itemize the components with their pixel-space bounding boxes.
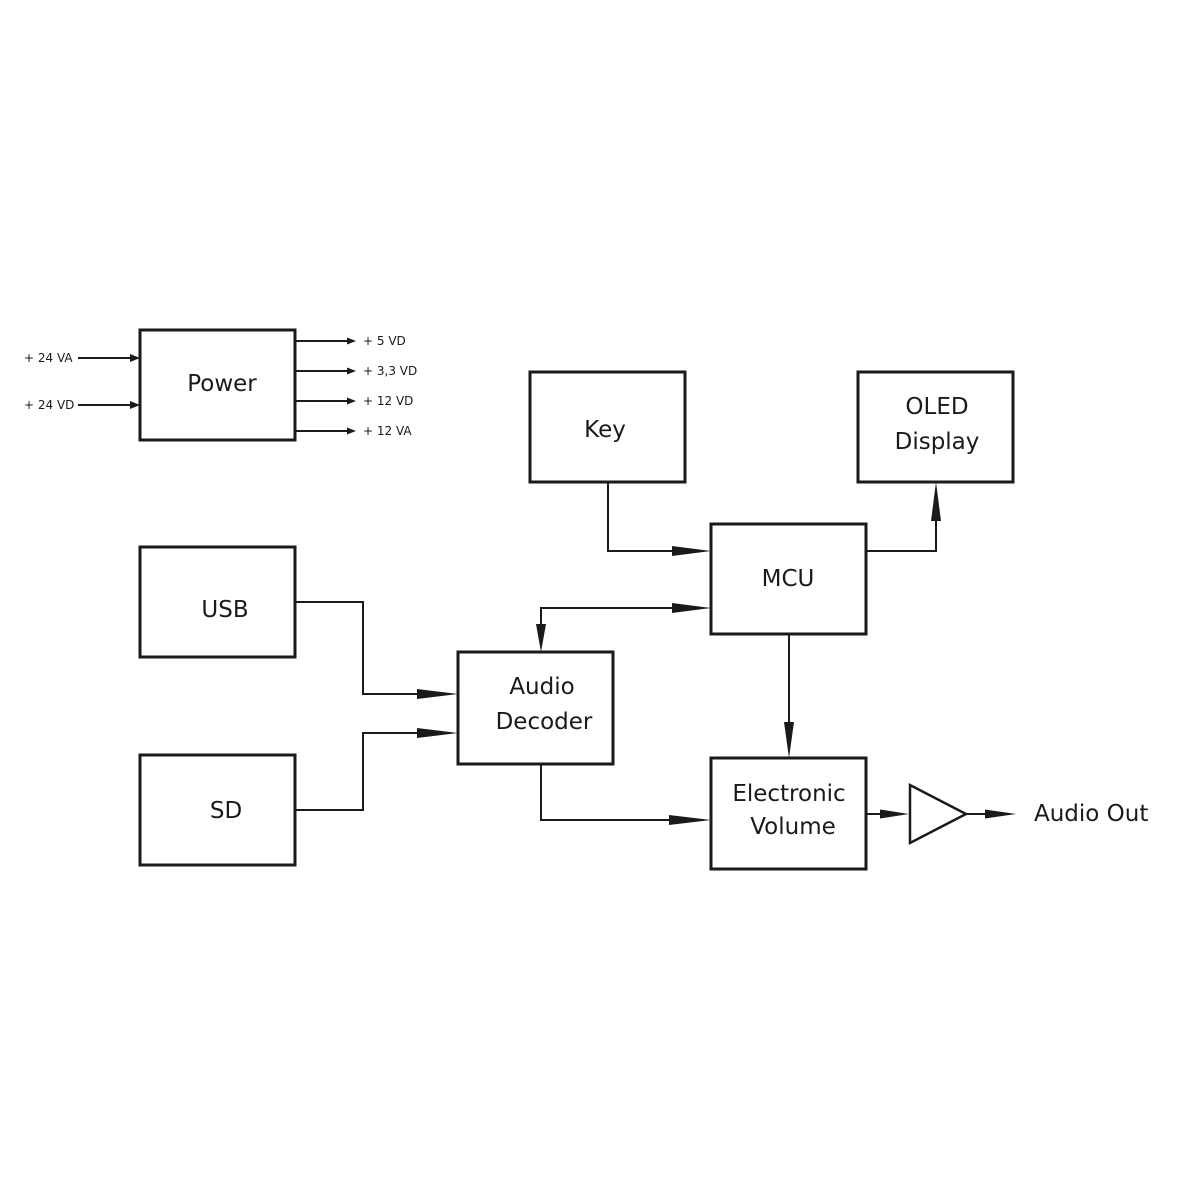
output-label-33vd: + 3,3 VD — [363, 364, 417, 378]
audio-decoder-node: Audio Decoder — [456, 650, 615, 766]
power-block — [138, 328, 297, 442]
mcu-label: MCU — [762, 566, 815, 592]
key-node: Key — [528, 370, 687, 484]
mcu-block — [709, 522, 868, 636]
wire-mcu-oled — [866, 495, 937, 552]
connection-mcu-to-oled — [866, 482, 941, 552]
wire-usb-decoder — [295, 601, 447, 695]
connection-sd-to-decoder — [295, 728, 458, 811]
connection-volume-to-amp — [866, 809, 909, 819]
power-label: Power — [187, 371, 257, 397]
connection-decoder-to-volume — [540, 764, 711, 825]
power-section: Power + 24 VA + 24 VD + 5 VD + 3,3 VD + … — [24, 328, 417, 442]
connection-usb-to-decoder — [295, 601, 458, 699]
audio-out-label: Audio Out — [1034, 801, 1148, 827]
arrow-mcu-volume — [784, 722, 794, 758]
connection-mcu-to-volume — [784, 634, 794, 758]
arrow-sd-decoder — [417, 728, 458, 738]
volume-label-line1: Electronic — [732, 781, 845, 807]
electronic-volume-block — [709, 756, 868, 871]
output-label-5vd: + 5 VD — [363, 334, 406, 348]
arrow-volume-amp — [880, 809, 909, 819]
volume-label-line2: Volume — [750, 814, 836, 840]
arrow-key-mcu — [672, 546, 711, 556]
mcu-node: MCU — [709, 522, 868, 636]
input-label-24vd: + 24 VD — [24, 398, 74, 412]
arrow-usb-decoder — [417, 689, 458, 699]
connection-amp-to-output — [966, 809, 1016, 819]
input-arrow-24va — [130, 354, 140, 362]
arrow-mcu-to-decoder — [536, 624, 546, 652]
input-arrow-24vd — [130, 401, 140, 409]
sd-label: SD — [210, 798, 242, 824]
oled-display-block — [856, 370, 1015, 484]
arrow-amp-output — [985, 809, 1016, 819]
output-arrow-33vd — [347, 367, 356, 375]
key-label: Key — [584, 417, 626, 443]
output-arrow-12vd — [347, 397, 356, 405]
usb-node: USB — [138, 545, 297, 659]
oled-node: OLED Display — [856, 370, 1015, 484]
output-arrow-12va — [347, 427, 356, 435]
decoder-label-line2: Decoder — [496, 709, 593, 735]
arrow-decoder-volume — [669, 815, 711, 825]
oled-label-line2: Display — [895, 429, 980, 455]
connection-key-to-mcu — [607, 482, 711, 556]
output-arrow-5vd — [347, 337, 356, 345]
arrow-decoder-to-mcu — [672, 603, 711, 613]
wire-decoder-volume — [540, 764, 700, 821]
decoder-label-line1: Audio — [509, 674, 574, 700]
usb-label: USB — [201, 597, 248, 623]
oled-label-line1: OLED — [905, 394, 968, 420]
output-label-12vd: + 12 VD — [363, 394, 413, 408]
wire-sd-decoder — [295, 732, 447, 811]
sd-node: SD — [138, 753, 297, 867]
connection-mcu-decoder — [536, 603, 711, 652]
input-label-24va: + 24 VA — [24, 351, 73, 365]
arrow-mcu-oled — [931, 482, 941, 521]
amplifier-triangle-icon — [908, 782, 969, 846]
audio-decoder-block — [456, 650, 615, 766]
output-label-12va: + 12 VA — [363, 424, 412, 438]
electronic-volume-node: Electronic Volume — [709, 756, 868, 871]
wire-key-mcu — [607, 482, 700, 552]
wire-mcu-decoder — [540, 607, 700, 640]
